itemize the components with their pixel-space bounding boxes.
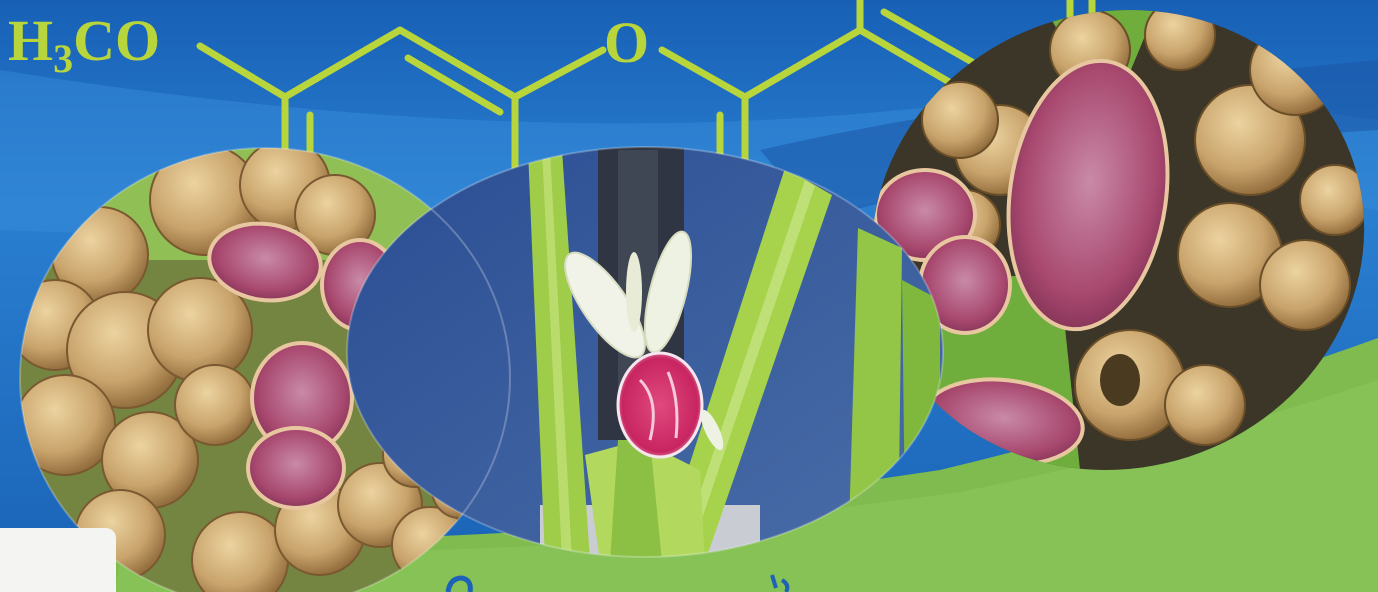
methoxy-label: H3CO: [8, 8, 160, 81]
flower-photo-middle: [347, 147, 943, 557]
methoxy-subscript: 3: [53, 36, 73, 81]
bond-line: [404, 54, 504, 116]
label-box: [0, 528, 116, 592]
bond-line: [880, 8, 976, 66]
bond-line: [396, 26, 519, 101]
rhizome: [174, 364, 256, 446]
purple-slice: [207, 221, 323, 303]
bond-line: [741, 26, 864, 101]
oxygen-label: O: [604, 10, 649, 75]
flower-spur: [700, 409, 724, 451]
methoxy-h: H: [8, 8, 53, 73]
purple-slice: [1006, 58, 1170, 332]
bond-line: [511, 46, 607, 101]
lip-streak: [638, 371, 679, 441]
rhizome-cluster: [921, 0, 1371, 446]
rhizome-hollow: [1100, 354, 1140, 406]
rhizome: [921, 81, 999, 159]
flower-lip: [616, 351, 704, 459]
methoxy-co: CO: [73, 8, 160, 73]
cropped-title-fragment: [770, 574, 790, 592]
rhizome-photo-right: [860, 0, 1378, 480]
cropped-title-fragment: [445, 575, 473, 592]
leaf-vein: [678, 180, 815, 557]
rhizome: [20, 374, 116, 476]
leaf-vein: [542, 150, 572, 557]
purple-slice: [246, 426, 346, 510]
photo-edge: [346, 146, 944, 558]
rhizome: [1164, 364, 1246, 446]
green-band-highlight: [115, 380, 1378, 592]
bond-line: [658, 46, 749, 101]
rhizome: [1259, 239, 1351, 331]
flower-stem: [610, 440, 662, 557]
bond-line: [281, 26, 404, 101]
flower-petal: [626, 252, 642, 332]
bond-line: [196, 42, 289, 101]
flower-petal: [564, 251, 646, 359]
photo-edge: [19, 147, 511, 592]
